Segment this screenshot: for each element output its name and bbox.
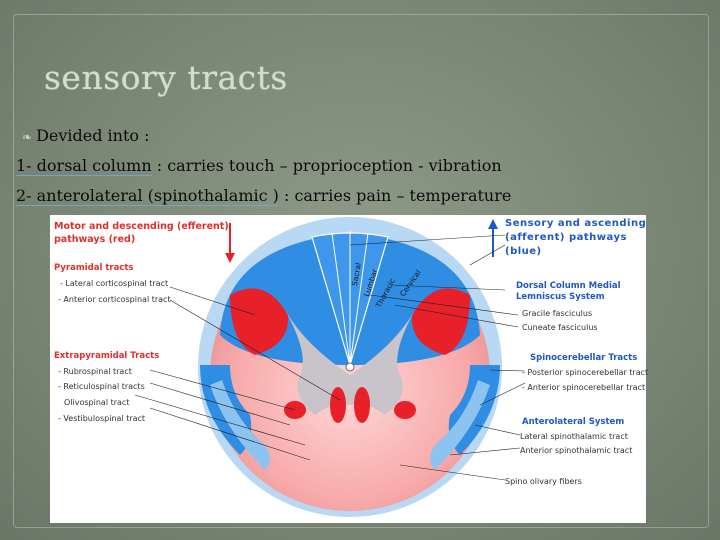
- efferent-header-line-2: pathways (red): [54, 234, 136, 245]
- slide-frame: [13, 14, 709, 528]
- anterolateral-title: Anterolateral System: [522, 417, 625, 427]
- lateral-spinothalamic-label: Lateral spinothalamic tract: [520, 432, 628, 441]
- reticulospinal-label: - Reticulospinal tracts: [58, 382, 145, 391]
- afferent-header-line-2: (afferent) pathways: [505, 232, 627, 243]
- afferent-header-line-3: (blue): [505, 246, 542, 257]
- vestibulospinal-label: - Vestibulospinal tract: [58, 414, 146, 423]
- slide-title: sensory tracts: [44, 58, 288, 97]
- dorsal-column-title: Dorsal Column Medial Lemniscus System: [516, 281, 621, 303]
- efferent-arrow-icon: [225, 253, 235, 263]
- central-canal: [345, 362, 355, 372]
- extrapyramidal-title: Extrapyramidal Tracts: [54, 351, 160, 361]
- anterolateral-term: 2- anterolateral (spinothalamic ): [16, 186, 279, 206]
- left-lateral-corticospinal: [230, 288, 289, 355]
- anterior-corticospinal-label: - Anterior corticospinal tract: [58, 295, 171, 304]
- cuneate-label: Cuneate fasciculus: [522, 323, 598, 332]
- afferent-header: Sensory and ascending (afferent) pathway…: [505, 217, 646, 259]
- pyramidal-title: Pyramidal tracts: [54, 263, 134, 273]
- anterior-corticospinal-left: [330, 387, 346, 423]
- dorsal-column-term: 1- dorsal column: [16, 156, 152, 176]
- dorsal-column-title-line-1: Dorsal Column Medial: [516, 281, 621, 291]
- spinal-cord-diagram: Motor and descending (efferent) pathways…: [50, 215, 649, 523]
- bullet-line: ❧Devided into :: [22, 126, 150, 145]
- anterior-corticospinal-right: [354, 387, 370, 423]
- dorsal-column-dividers: [331, 231, 369, 366]
- left-anterolateral-band: [210, 380, 270, 470]
- dorsal-column-title-line-2: Lemniscus System: [516, 292, 605, 302]
- anterior-spinothalamic-label: Anterior spinothalamic tract: [520, 446, 633, 455]
- efferent-header-line-1: Motor and descending (efferent): [54, 221, 229, 232]
- anterior-spinocerebellar-label: - Anterior spinocerebellar tract: [522, 383, 646, 392]
- grey-matter: [285, 310, 415, 415]
- spinal-cord-cross-section: [134, 217, 526, 517]
- lateral-corticospinal-label: - Lateral corticospinal tract: [60, 279, 169, 288]
- efferent-header: Motor and descending (efferent) pathways…: [54, 220, 229, 246]
- posterior-spinocerebellar-label: - Posterior spinocerebellar tract: [522, 368, 649, 377]
- right-lateral-corticospinal: [411, 288, 470, 355]
- leader-lines: [134, 234, 526, 481]
- bullet-ornament-icon: ❧: [22, 130, 33, 144]
- right-anterolateral-band: [430, 380, 490, 470]
- anterolateral-desc: : carries pain – temperature: [278, 186, 512, 205]
- gracile-label: Gracile fasciculus: [522, 309, 593, 318]
- bullet-text: Devided into :: [36, 126, 150, 145]
- right-rubrospinal: [394, 401, 416, 419]
- afferent-header-line-1: Sensory and ascending: [505, 218, 647, 229]
- dorsal-column-line: 1- dorsal column : carries touch – propr…: [16, 156, 502, 176]
- dorsal-column-desc: : carries touch – proprioception - vibra…: [151, 156, 502, 175]
- anterolateral-line: 2- anterolateral (spinothalamic ) : carr…: [16, 186, 512, 206]
- spinocerebellar-title: Spinocerebellar Tracts: [530, 353, 638, 363]
- spino-olivary-label: Spino olivary fibers: [505, 477, 582, 486]
- olivospinal-label: Olivospinal tract: [64, 398, 130, 407]
- afferent-arrow-icon: [488, 219, 498, 229]
- rubrospinal-label: - Rubrospinal tract: [58, 367, 132, 376]
